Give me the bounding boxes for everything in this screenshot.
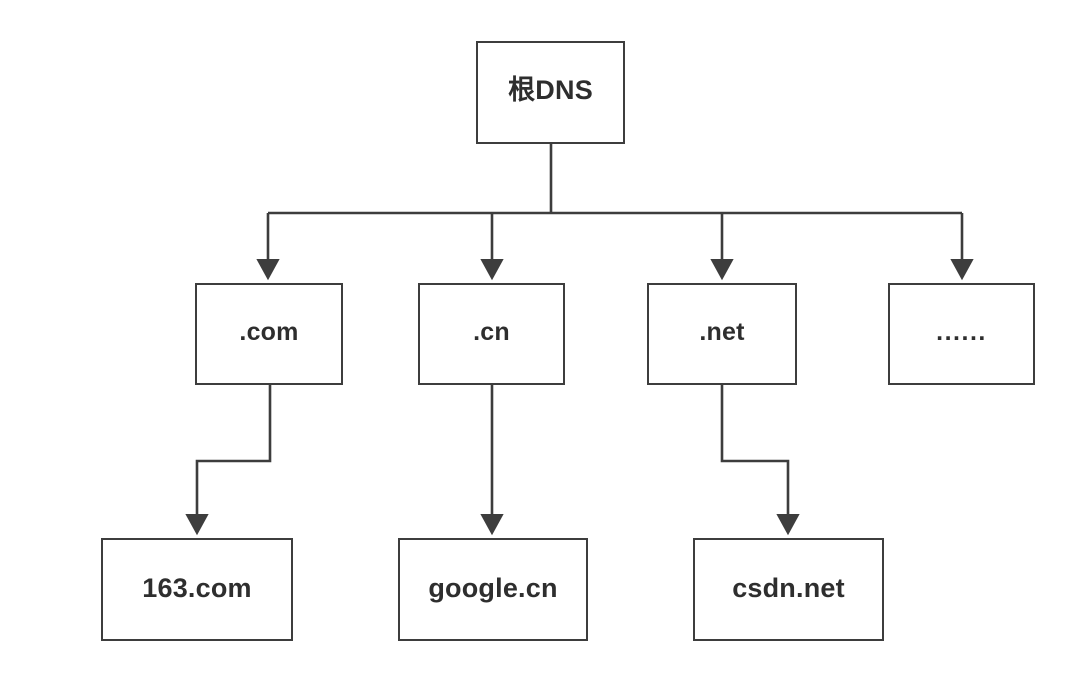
edge-net-to-csdnnet — [720, 385, 800, 536]
node-label-root-dns: 根DNS — [508, 75, 593, 105]
node-label-tld-ellipsis: ...... — [936, 317, 987, 346]
node-domain-csdnnet[interactable]: csdn.net — [693, 538, 884, 641]
node-label-domain-csdnnet: csdn.net — [732, 573, 845, 603]
node-label-tld-cn: .cn — [473, 317, 510, 346]
node-tld-ellipsis[interactable]: ...... — [888, 283, 1035, 385]
node-label-tld-com: .com — [239, 317, 299, 346]
node-tld-cn[interactable]: .cn — [418, 283, 565, 385]
node-domain-googlecn[interactable]: google.cn — [398, 538, 588, 641]
node-label-domain-googlecn: google.cn — [428, 573, 558, 603]
node-tld-net[interactable]: .net — [647, 283, 797, 385]
node-tld-com[interactable]: .com — [195, 283, 343, 385]
node-label-domain-163com: 163.com — [142, 573, 252, 603]
node-root-dns[interactable]: 根DNS — [476, 41, 625, 144]
edge-com-to-163com — [185, 385, 272, 536]
node-domain-163com[interactable]: 163.com — [101, 538, 293, 641]
node-label-tld-net: .net — [699, 317, 745, 346]
